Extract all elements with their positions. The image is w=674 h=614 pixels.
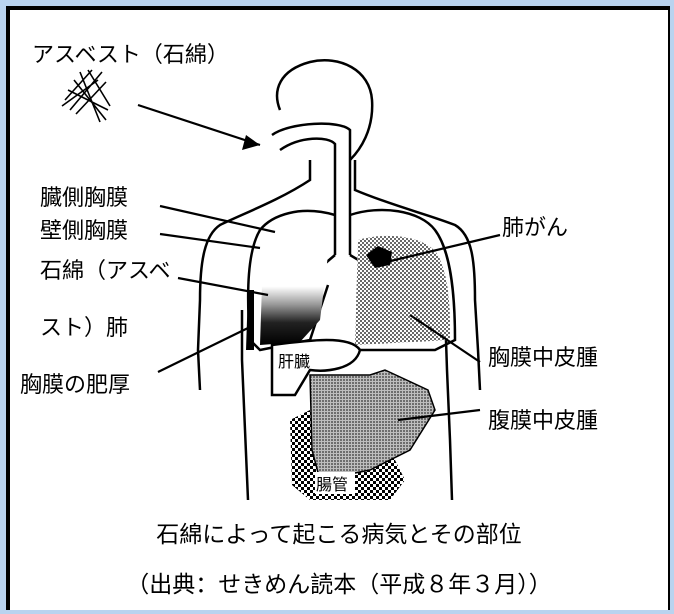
label-intestine: 腸管 [316, 475, 348, 494]
body-diagram: アスベスト（石綿） 臓側胸膜 壁側胸膜 石綿（アスベ スト）肺 胸膜の肥厚 肺が… [10, 10, 668, 610]
label-asbestos-lung-1: 石綿（アスベ [40, 259, 170, 284]
label-peritoneal-mesothelioma: 腹膜中皮腫 [488, 409, 598, 434]
arrowhead-icon [242, 135, 260, 150]
label-lung-cancer: 肺がん [502, 216, 568, 241]
label-pleural-mesothelioma: 胸膜中皮腫 [488, 346, 598, 371]
label-asbestos: アスベスト（石綿） [32, 43, 229, 68]
peritoneal-mesothelioma-region [310, 370, 435, 480]
label-asbestos-lung-2: スト）肺 [40, 316, 128, 341]
asbestos-lung-region [260, 255, 328, 345]
label-pleural-thickening: 胸膜の肥厚 [20, 373, 130, 398]
asbestos-fiber-icon [62, 70, 110, 122]
label-parietal-pleura: 壁側胸膜 [40, 219, 128, 244]
caption-source: （出典：せきめん読本（平成８年３月）） [126, 572, 552, 598]
label-liver: 肝臓 [278, 352, 310, 371]
airway [272, 124, 372, 272]
label-visceral-pleura: 臓側胸膜 [40, 186, 128, 211]
caption-title: 石綿によって起こる病気とその部位 [156, 522, 521, 548]
pleural-mesothelioma-region [355, 236, 450, 345]
diagram-panel: アスベスト（石綿） 臓側胸膜 壁側胸膜 石綿（アスベ スト）肺 胸膜の肥厚 肺が… [10, 10, 668, 610]
